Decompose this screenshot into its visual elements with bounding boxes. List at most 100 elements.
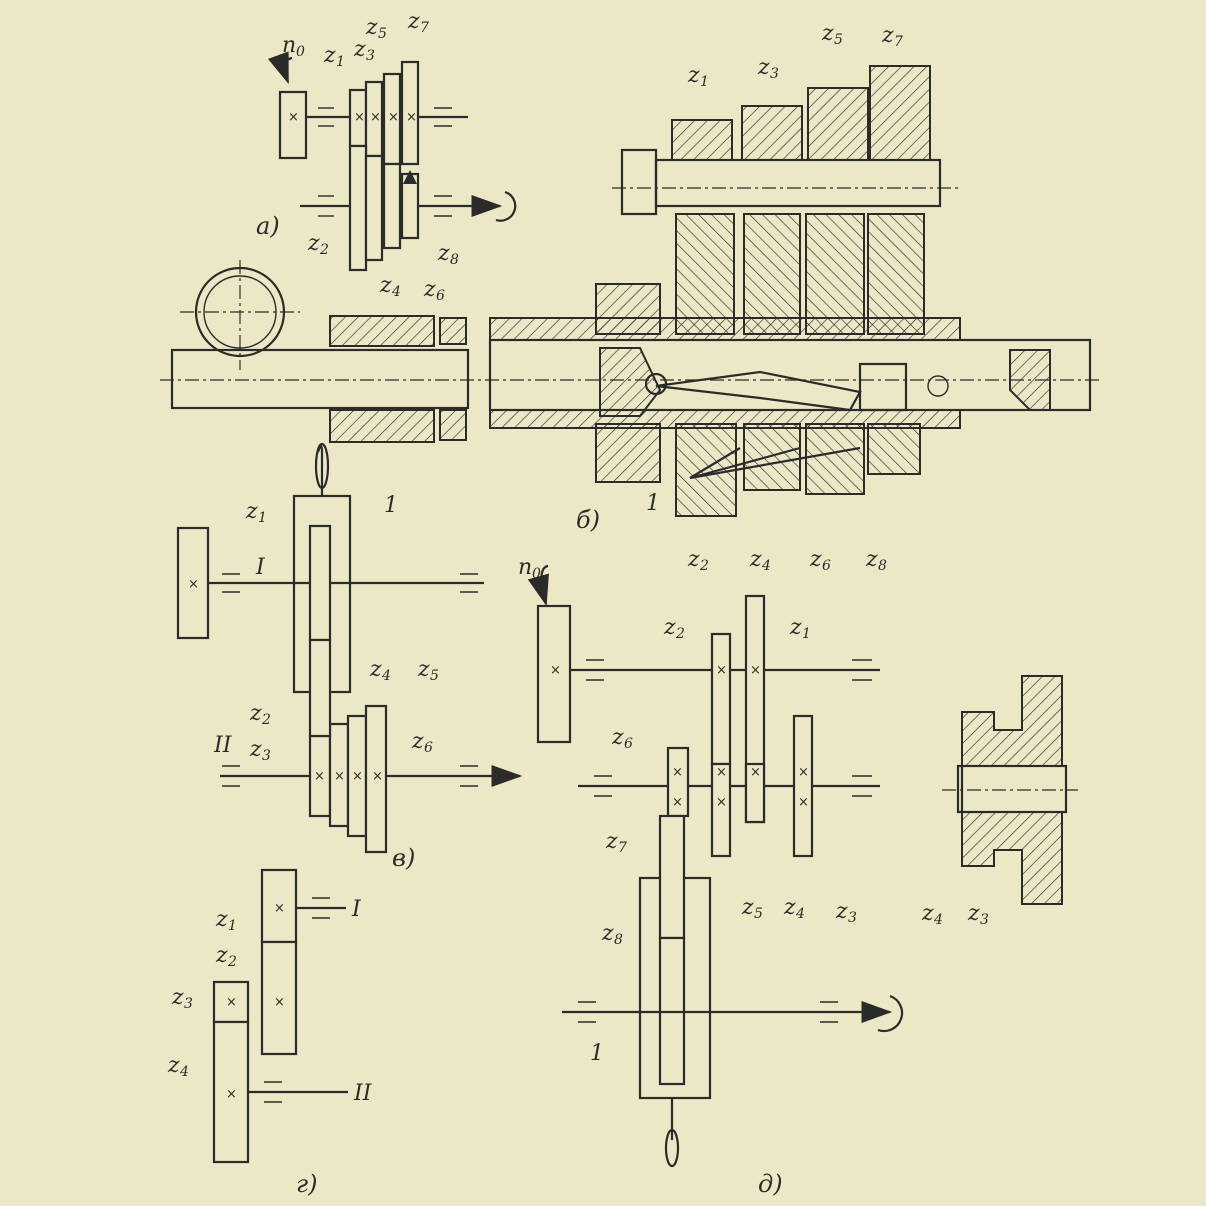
svg-text:0: 0 [532, 566, 541, 582]
svg-text:z: z [881, 23, 894, 48]
gear-z1-v [308, 524, 332, 642]
gear-z6-v [364, 704, 388, 854]
gear-z3z4-lower [961, 811, 1063, 905]
svg-text:z: z [749, 547, 762, 572]
svg-text:×: × [550, 663, 561, 678]
svg-text:3: 3 [184, 996, 193, 1012]
svg-text:0: 0 [296, 44, 305, 60]
svg-text:×: × [388, 110, 399, 125]
svg-text:1: 1 [258, 510, 267, 526]
svg-text:4: 4 [761, 558, 771, 574]
svg-text:z: z [757, 55, 770, 80]
svg-text:×: × [274, 995, 285, 1010]
svg-text:z: z [687, 547, 700, 572]
svg-text:z: z [379, 273, 392, 298]
svg-text:×: × [274, 901, 285, 916]
svg-text:×: × [226, 1087, 237, 1102]
gear-z3z4-upper [961, 675, 1063, 767]
svg-text:5: 5 [754, 906, 763, 922]
label-n0-a: n [282, 33, 296, 58]
caption-d: д) [758, 1170, 783, 1198]
pulley-d [536, 604, 572, 744]
gear-z3-d [792, 714, 814, 858]
svg-text:8: 8 [878, 558, 887, 574]
svg-text:6: 6 [424, 740, 433, 756]
svg-text:7: 7 [420, 20, 429, 36]
svg-text:×: × [226, 995, 237, 1010]
svg-text:×: × [334, 769, 345, 784]
svg-text:4: 4 [381, 668, 391, 684]
svg-text:×: × [672, 765, 683, 780]
label-n0-d: n [518, 555, 532, 580]
label-1-b: 1 [646, 491, 660, 516]
svg-text:1: 1 [336, 54, 345, 70]
svg-text:×: × [288, 110, 299, 125]
gear-z5-d [710, 762, 732, 858]
svg-text:z: z [821, 21, 834, 46]
svg-text:5: 5 [834, 32, 843, 48]
svg-text:z: z [407, 9, 420, 34]
svg-text:z: z [167, 1053, 180, 1078]
pulley-a [278, 90, 308, 160]
gear-z2-g [260, 940, 298, 1056]
svg-text:z: z [249, 701, 262, 726]
svg-text:z: z [411, 729, 424, 754]
svg-text:×: × [354, 110, 365, 125]
svg-text:×: × [716, 663, 727, 678]
svg-text:z: z [353, 37, 366, 62]
svg-text:×: × [716, 795, 727, 810]
label-shaft-II-v: II [213, 733, 233, 758]
svg-text:×: × [352, 769, 363, 784]
svg-text:z: z [215, 943, 228, 968]
svg-text:×: × [798, 765, 809, 780]
svg-text:z: z [687, 63, 700, 88]
caption-a: а) [256, 212, 280, 240]
svg-text:z: z [611, 725, 624, 750]
svg-text:7: 7 [894, 34, 903, 50]
label-1-d: 1 [590, 1041, 604, 1066]
gear-z7-a [400, 60, 420, 166]
svg-text:z: z [245, 499, 258, 524]
gear-z4-d [744, 762, 766, 824]
svg-text:6: 6 [624, 736, 633, 752]
svg-text:z: z [921, 901, 934, 926]
gear-z1-g [260, 868, 298, 944]
caption-b: б) [576, 506, 600, 534]
center-marks: × × × × × × × × × × × × × × × × × × × × … [188, 110, 809, 1102]
svg-text:z: z [417, 657, 430, 682]
label-shaft-II-g: II [353, 1081, 373, 1106]
svg-text:7: 7 [618, 840, 627, 856]
gear-z2-v [308, 638, 332, 738]
svg-text:z: z [423, 277, 436, 302]
svg-text:×: × [672, 795, 683, 810]
svg-text:z: z [865, 547, 878, 572]
caption-v: в) [392, 844, 415, 872]
svg-text:z: z [369, 657, 382, 682]
svg-text:z: z [437, 241, 450, 266]
svg-text:8: 8 [450, 252, 459, 268]
gear-z3-b [741, 105, 803, 161]
svg-text:5: 5 [378, 26, 387, 42]
svg-text:×: × [750, 663, 761, 678]
svg-text:z: z [601, 921, 614, 946]
svg-text:4: 4 [391, 284, 401, 300]
svg-text:z: z [171, 985, 184, 1010]
gear-z1-b [671, 119, 733, 161]
gear-z8-b [867, 423, 921, 475]
svg-text:z: z [365, 15, 378, 40]
gear-z7-b [869, 65, 931, 161]
svg-text:5: 5 [430, 668, 439, 684]
svg-text:×: × [716, 765, 727, 780]
gear-z6-b [805, 423, 865, 495]
gear-z6-a [382, 162, 402, 250]
svg-text:z: z [789, 615, 802, 640]
svg-text:z: z [967, 901, 980, 926]
svg-text:1: 1 [228, 918, 237, 934]
svg-text:2: 2 [319, 242, 329, 258]
svg-text:×: × [406, 110, 417, 125]
svg-text:2: 2 [675, 626, 685, 642]
